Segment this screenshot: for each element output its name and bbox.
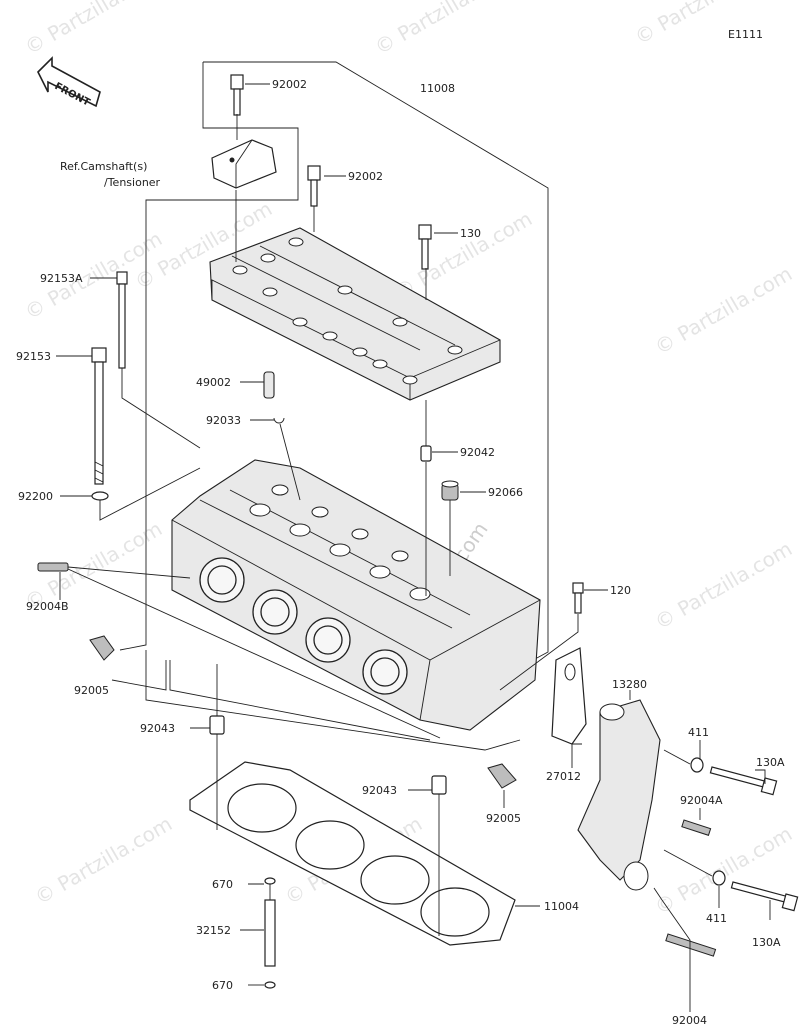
label-92004A: 92004A — [680, 794, 723, 807]
bolt-130 — [418, 224, 432, 270]
bolt-92002-mid — [307, 165, 321, 207]
label-670-bottom: 670 — [212, 979, 233, 992]
label-92005-left: 92005 — [74, 684, 109, 697]
label-130: 130 — [460, 227, 481, 240]
label-130A-bottom: 130A — [752, 936, 781, 949]
group-outline — [119, 61, 549, 751]
label-92043-right: 92043 — [362, 784, 397, 797]
label-49002: 49002 — [196, 376, 231, 389]
label-92153A: 92153A — [40, 272, 83, 285]
label-411-bottom: 411 — [706, 912, 727, 925]
washer-92200 — [91, 491, 109, 501]
watermark: © Partzilla.com — [631, 0, 777, 49]
label-92043-left: 92043 — [140, 722, 175, 735]
seal-92066 — [441, 480, 459, 501]
cylinder-head — [171, 459, 541, 731]
engine-mount-13280 — [577, 699, 661, 891]
label-27012: 27012 — [546, 770, 581, 783]
ref-note-line-2: /Tensioner — [104, 176, 161, 189]
label-11008: 11008 — [420, 82, 455, 95]
clip-92033 — [273, 417, 285, 424]
watermark: © Partzilla.com — [371, 0, 517, 59]
head-bolt-92153 — [91, 347, 107, 485]
watermark: © Partzilla.com — [651, 261, 797, 359]
label-92004: 92004 — [672, 1014, 707, 1027]
o-ring-670-top — [264, 877, 276, 885]
watermark: © Partzilla.com — [21, 0, 167, 59]
label-92005-right: 92005 — [486, 812, 521, 825]
head-bolt-92153A — [116, 271, 128, 369]
label-670-top: 670 — [212, 878, 233, 891]
washer-411-bottom — [712, 870, 726, 886]
dowel-92042 — [420, 445, 432, 462]
washer-411-top — [690, 757, 704, 773]
bolt-92002-top — [230, 74, 244, 116]
fitting-92005-right — [487, 763, 517, 789]
pipe-32152 — [264, 899, 276, 967]
ref-note-line-1: Ref.Camshaft(s) — [60, 160, 147, 173]
label-92042: 92042 — [460, 446, 495, 459]
label-92002-mid: 92002 — [348, 170, 383, 183]
label-32152: 32152 — [196, 924, 231, 937]
watermark: © Partzilla.com — [31, 811, 177, 909]
label-92033: 92033 — [206, 414, 241, 427]
label-92066: 92066 — [488, 486, 523, 499]
head-gasket — [189, 761, 516, 946]
bolt-120 — [572, 582, 584, 614]
diagram-id: E1111 — [728, 28, 763, 41]
watermarks: © Partzilla.com © Partzilla.com © Partzi… — [21, 0, 797, 919]
label-92002-top: 92002 — [272, 78, 307, 91]
bolt-130A-bottom — [730, 881, 799, 912]
leader-lines — [56, 83, 771, 1012]
watermark: © Partzilla.com — [391, 206, 537, 304]
label-92004B: 92004B — [26, 600, 69, 613]
stud-92004A — [681, 819, 712, 836]
label-92153: 92153 — [16, 350, 51, 363]
fitting-92005-left — [89, 635, 115, 661]
bolt-130A-top — [709, 766, 778, 796]
dowel-92043-left — [209, 715, 225, 735]
watermark: © Partzilla.com — [651, 821, 797, 919]
dowel-92043-right — [431, 775, 447, 795]
front-arrow-icon: FRONT — [37, 56, 101, 109]
part-labels: 92002 11008 92002 130 92153A 92153 49002… — [16, 78, 785, 1027]
camshaft-cap — [211, 139, 277, 189]
label-120: 120 — [610, 584, 631, 597]
stud-92004B — [37, 562, 69, 572]
bracket-27012 — [551, 647, 587, 745]
o-ring-670-bottom — [264, 981, 276, 989]
cam-ladder-housing — [209, 227, 501, 401]
label-92200: 92200 — [18, 490, 53, 503]
label-13280: 13280 — [612, 678, 647, 691]
label-130A-top: 130A — [756, 756, 785, 769]
label-11004: 11004 — [544, 900, 579, 913]
stud-49002 — [263, 371, 275, 399]
label-411-top: 411 — [688, 726, 709, 739]
watermark: © Partzilla.com — [651, 536, 797, 634]
stud-92004 — [665, 933, 717, 957]
